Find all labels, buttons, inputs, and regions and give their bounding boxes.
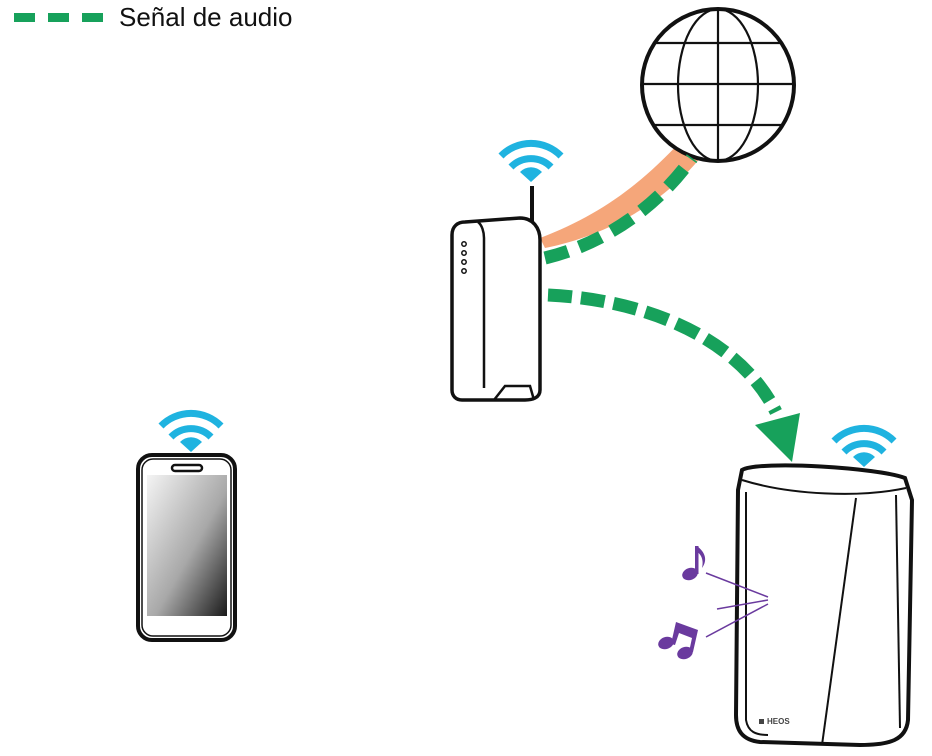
legend-dash-1 (14, 12, 35, 22)
router-wifi-icon (498, 139, 564, 182)
audio-arrowhead (755, 413, 800, 462)
router-icon (450, 186, 542, 402)
smartphone-icon (136, 453, 237, 642)
speaker-icon: HEOS (733, 463, 915, 748)
heos-brand-text: HEOS (767, 717, 790, 726)
music-note-single-icon (682, 546, 706, 581)
music-note-double-icon (658, 622, 698, 660)
legend-dash-2 (48, 12, 69, 22)
legend: Señal de audio (14, 0, 292, 34)
phone-wifi-icon (158, 409, 224, 452)
speaker-wifi-icon (831, 424, 897, 467)
heos-logo: HEOS (759, 717, 790, 726)
audio-path-speaker (547, 288, 782, 415)
sound-lines (705, 572, 769, 638)
legend-label: Señal de audio (119, 2, 293, 32)
audio-path-internet (543, 154, 698, 265)
globe-icon (640, 7, 796, 163)
legend-dash-3 (82, 12, 103, 22)
internet-link (540, 140, 705, 248)
